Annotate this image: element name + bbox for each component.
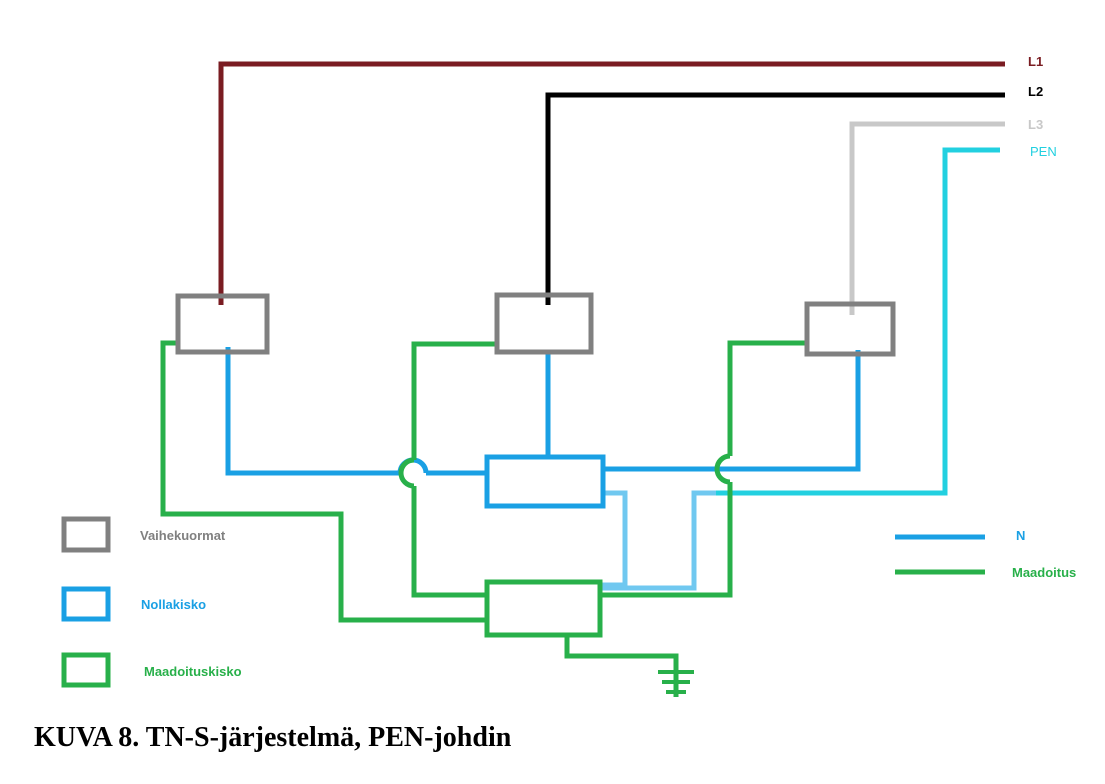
earth-icon [658, 670, 694, 694]
label-pen: PEN [1030, 144, 1057, 159]
n-link-a [600, 490, 628, 588]
label-l2: L2 [1028, 84, 1043, 99]
load-box-l3 [804, 301, 896, 357]
label-l1: L1 [1028, 54, 1043, 69]
pe-conductor-mid-top [411, 341, 497, 460]
neutral-bar [484, 454, 606, 509]
n-link-b [600, 490, 716, 591]
legend-label-maadoitus: Maadoitus [1012, 565, 1076, 580]
legend-label-maadoituskisko: Maadoituskisko [144, 664, 242, 679]
legend-label-n: N [1016, 528, 1025, 543]
legend-swatch-maadoituskisko [61, 652, 111, 688]
l2-conductor [545, 92, 1005, 305]
tn-s-diagram: L1 L2 L3 PEN Vaihekuormat Nollakisko Maa… [61, 54, 1076, 697]
pe-conductor-right-top [727, 340, 809, 456]
legend-label-nollakisko: Nollakisko [141, 597, 206, 612]
l1-conductor [218, 61, 1005, 305]
legend-label-vaihekuormat: Vaihekuormat [140, 528, 226, 543]
pe-hop-right [714, 453, 731, 485]
pe-hop-mid [398, 457, 415, 489]
n-conductor-right [603, 350, 861, 472]
pe-to-earth [564, 635, 679, 697]
l3-conductor [849, 121, 1005, 315]
pe-conductor-mid-bottom [411, 486, 487, 598]
legend-swatch-nollakisko [61, 586, 111, 622]
label-l3: L3 [1028, 117, 1043, 132]
pe-conductor-right-bottom [600, 482, 733, 598]
figure-caption: KUVA 8. TN-S-järjestelmä, PEN-johdin [34, 722, 512, 753]
earth-bar [484, 579, 603, 638]
load-box-l2 [494, 292, 594, 355]
load-box-l1 [175, 293, 270, 355]
n-conductor-left [225, 347, 400, 476]
legend-swatch-vaihekuormat [61, 516, 111, 553]
pen-conductor [716, 147, 1000, 496]
pe-conductor-left [160, 340, 488, 623]
